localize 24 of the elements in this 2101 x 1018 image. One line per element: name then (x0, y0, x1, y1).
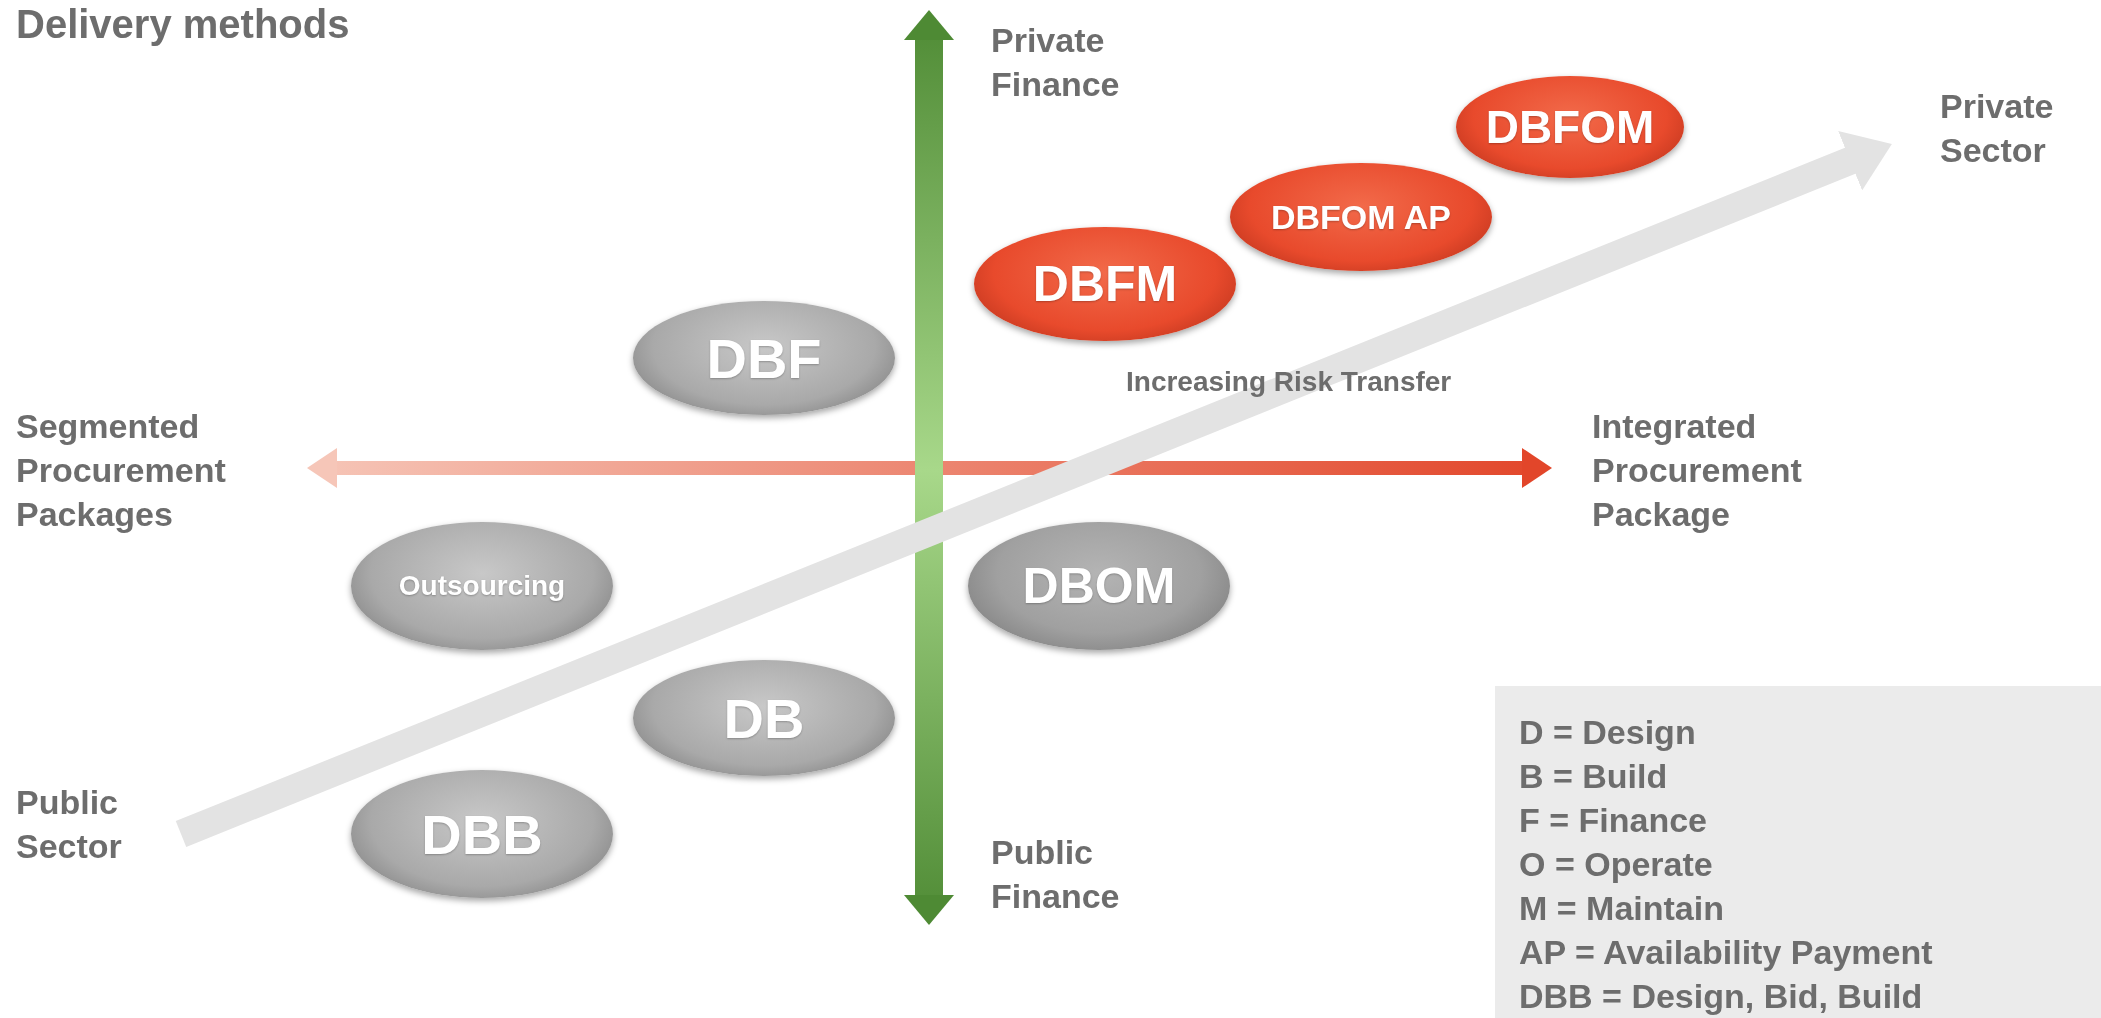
node-label: DBFOM AP (1270, 197, 1452, 237)
ellipse-node (1230, 163, 1492, 271)
axis-label: Private Finance (991, 20, 1121, 105)
node-label: DBB (421, 801, 543, 867)
node-label: DBOM (1022, 557, 1176, 615)
diagram-title: Delivery methods (16, 2, 350, 47)
key-text: D = Design (1519, 712, 1696, 753)
node-label: DBFM (1032, 255, 1178, 313)
axis-label: Public Sector (16, 782, 123, 867)
arrow-label: Increasing Risk Transfer (1126, 365, 1453, 399)
axis-label: Private Sector (1940, 86, 2055, 171)
axis-label: Public Finance (991, 832, 1121, 917)
key-text: M = Maintain (1519, 888, 1724, 929)
node-label: DBF (706, 325, 822, 391)
key-text: O = Operate (1519, 844, 1713, 885)
axis-label: Integrated Procurement Package (1592, 406, 1803, 535)
key-text: DBB = Design, Bid, Build (1519, 976, 1923, 1017)
node-label: Outsourcing (398, 570, 566, 602)
node-label: DBFOM (1485, 100, 1655, 154)
node-label: DB (723, 685, 805, 751)
key-text: AP = Availability Payment (1519, 932, 1933, 973)
key-text: B = Build (1519, 756, 1668, 797)
key-text: F = Finance (1519, 800, 1707, 841)
axis-label: Segmented Procurement Packages (16, 406, 227, 535)
